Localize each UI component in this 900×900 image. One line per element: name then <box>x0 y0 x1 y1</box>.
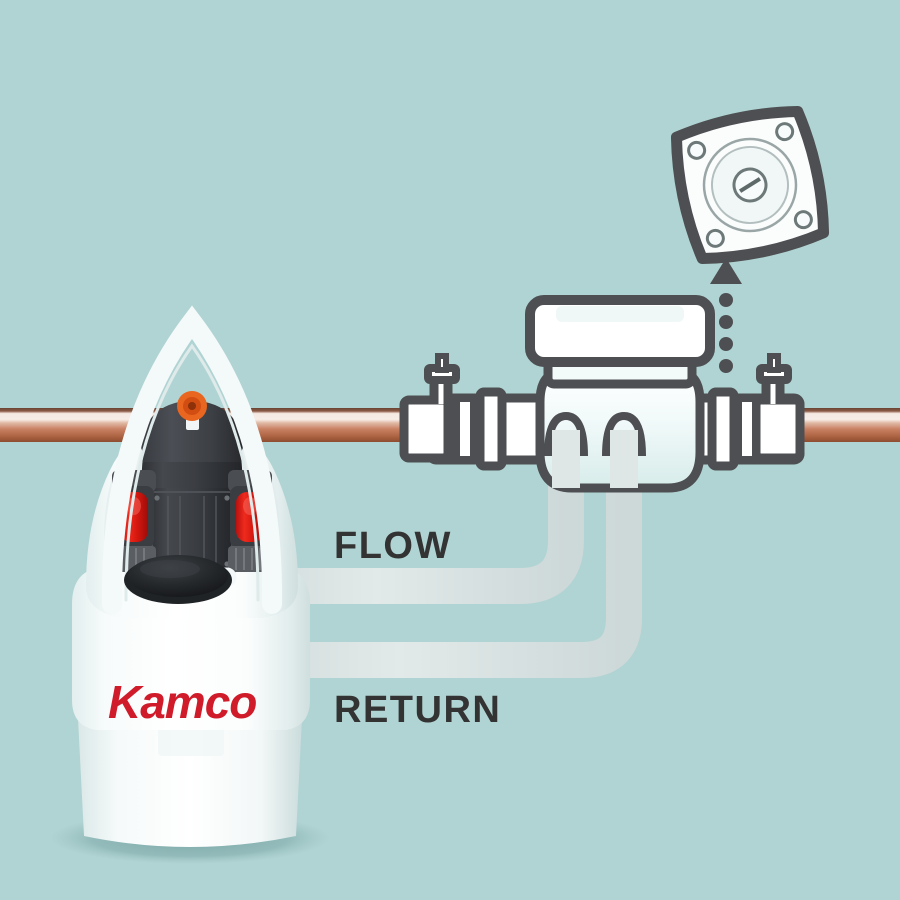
arrow-dot-2 <box>719 315 733 329</box>
flow-label: FLOW <box>334 525 452 567</box>
cover-outer-ring <box>702 137 798 233</box>
right-nut-ribs <box>235 548 261 570</box>
hose-group <box>250 440 642 678</box>
removal-direction-arrow <box>710 258 742 373</box>
arrow-head-icon <box>710 258 742 284</box>
filler-cap[interactable] <box>124 555 232 604</box>
carry-handle[interactable] <box>101 305 283 614</box>
carry-handle-inner-edge <box>124 343 260 602</box>
return-hose <box>250 440 642 678</box>
arrow-dot-4 <box>719 359 733 373</box>
pump-head-cover-plate[interactable] <box>669 104 830 265</box>
bleed-knob[interactable] <box>177 391 207 430</box>
motor-dome <box>141 400 243 470</box>
right-gate-valve[interactable] <box>707 353 805 471</box>
flow-hose <box>250 440 584 604</box>
motor-bolt-tr <box>224 495 230 501</box>
center-screw-slot <box>739 177 761 193</box>
hose-socket-group <box>544 411 646 488</box>
motor-mid <box>140 462 244 492</box>
brand-logo: Kamco <box>108 676 256 728</box>
circulator-pump-assembly[interactable] <box>399 295 805 493</box>
filler-cap-top[interactable] <box>128 555 228 597</box>
power-flushing-machine[interactable]: Kamco <box>72 305 310 847</box>
corner-screw-br[interactable] <box>793 210 813 230</box>
arrow-dot-1 <box>719 293 733 307</box>
motor-bolt-tl <box>154 495 160 501</box>
motor-block <box>148 488 236 574</box>
left-gate-valve[interactable] <box>399 353 507 471</box>
machine-lower-drum <box>78 718 302 847</box>
corner-screw-bl[interactable] <box>705 228 725 248</box>
motor-vents <box>167 496 217 566</box>
corner-screw-tr[interactable] <box>775 122 795 142</box>
arrow-dot-3 <box>719 337 733 351</box>
filler-cap-highlight <box>140 560 200 578</box>
drum-panel <box>158 726 224 756</box>
corner-screw-tl[interactable] <box>687 140 707 160</box>
return-label: RETURN <box>334 689 501 731</box>
knob-center <box>188 402 196 410</box>
